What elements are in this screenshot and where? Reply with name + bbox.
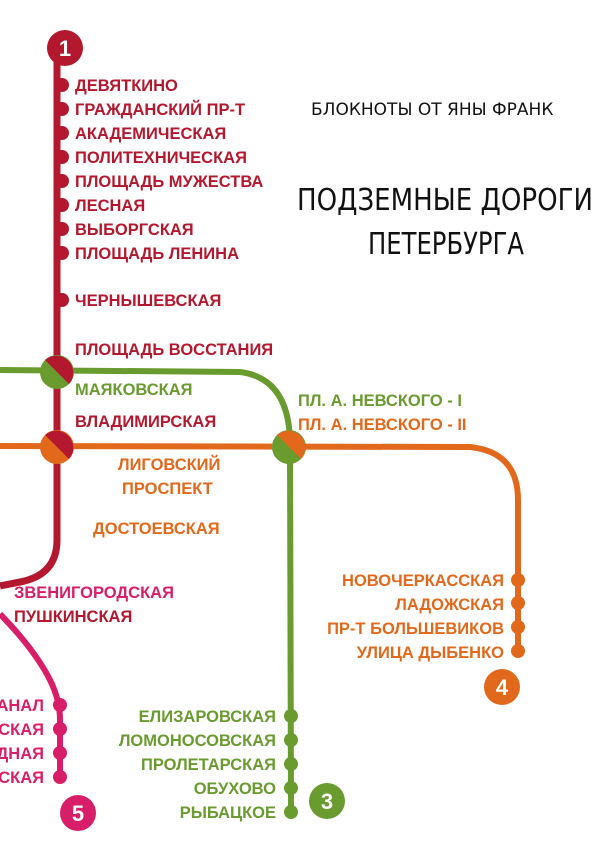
station-dot (55, 293, 69, 307)
station-dot (53, 770, 67, 784)
line-3-badge: 3 (321, 789, 333, 814)
line-5-badge: 5 (72, 801, 84, 826)
station-dot (55, 246, 69, 260)
station-label: ПР-Т БОЛЬШЕВИКОВ (327, 620, 504, 638)
station-dot (53, 722, 67, 736)
station-dot (55, 150, 69, 164)
station-label: РЫБАЦКОЕ (180, 804, 276, 822)
station-dot (284, 733, 298, 747)
station-label: ЕЛИЗАРОВСКАЯ (139, 708, 276, 726)
station-label: ПРОЛЕТАРСКАЯ (141, 756, 276, 774)
station-dot (511, 644, 525, 658)
transfer-nevskogo-icon (272, 430, 306, 464)
transfer-vladimirskaya-icon (40, 430, 74, 464)
station-label: ЛОМОНОСОВСКАЯ (119, 732, 276, 750)
publisher-label: БЛОКНОТЫ ОТ ЯНЫ ФРАНК (311, 100, 553, 120)
station-label: ВЛАДИМИРСКАЯ (75, 413, 216, 431)
station-label: НОВОЧЕРКАССКАЯ (342, 572, 504, 590)
station-label: ПЛОЩАДЬ ЛЕНИНА (75, 245, 239, 263)
station-label: ПЛ. А. НЕВСКОГО - II (298, 416, 467, 434)
station-label: ПУШКИНСКАЯ (14, 608, 132, 626)
station-dot (284, 781, 298, 795)
station-label: ЛЕСНАЯ (75, 197, 145, 215)
station-label: ОБУХОВО (194, 780, 276, 798)
station-label: ЛИГОВСКИЙ (118, 455, 220, 474)
station-dot (511, 573, 525, 587)
station-dot (55, 198, 69, 212)
station-dot (284, 805, 298, 819)
line-4-track (0, 443, 521, 652)
station-dot (284, 709, 298, 723)
station-label: ДЕВЯТКИНО (75, 77, 178, 95)
station-dot (55, 126, 69, 140)
station-label: АНАЛ (0, 697, 44, 715)
station-dot (511, 596, 525, 610)
station-dot (55, 222, 69, 236)
transfer-vosstaniya-icon (40, 355, 74, 389)
station-label: ДОСТОЕВСКАЯ (93, 520, 220, 538)
station-dot (55, 174, 69, 188)
station-dot (53, 698, 67, 712)
station-label: ВЫБОРГСКАЯ (75, 221, 194, 239)
title-line-1: ПОДЗЕМНЫЕ ДОРОГИ (297, 183, 593, 218)
station-label: ПРОСПЕКТ (122, 480, 213, 498)
station-label: СКАЯ (0, 769, 44, 787)
line-4-badge: 4 (496, 675, 509, 700)
station-dot (53, 746, 67, 760)
line-1-badge: 1 (59, 36, 71, 61)
station-dot (284, 757, 298, 771)
station-label: АКАДЕМИЧЕСКАЯ (75, 125, 226, 143)
station-label: ЛАДОЖСКАЯ (395, 596, 504, 614)
station-label: ЧЕРНЫШЕВСКАЯ (75, 292, 221, 310)
station-label: ПЛОЩАДЬ ВОССТАНИЯ (75, 341, 273, 359)
station-label: ПЛОЩАДЬ МУЖЕСТВА (75, 173, 263, 191)
station-label: СКАЯ (0, 721, 44, 739)
station-dot (55, 102, 69, 116)
station-label: ПЛ. А. НЕВСКОГО - I (298, 392, 462, 410)
line-1-track (0, 50, 61, 590)
station-label: ГРАЖДАНСКИЙ ПР-Т (75, 100, 245, 119)
station-label: ЗВЕНИГОРОДСКАЯ (14, 584, 174, 602)
title-line-2: ПЕТЕРБУРГА (368, 227, 524, 262)
station-label: ДНАЯ (0, 745, 44, 763)
station-label: ПОЛИТЕХНИЧЕСКАЯ (75, 149, 247, 167)
station-label: МАЯКОВСКАЯ (75, 381, 192, 399)
station-dot (511, 620, 525, 634)
station-dot (55, 78, 69, 92)
station-label: УЛИЦА ДЫБЕНКО (357, 644, 504, 662)
